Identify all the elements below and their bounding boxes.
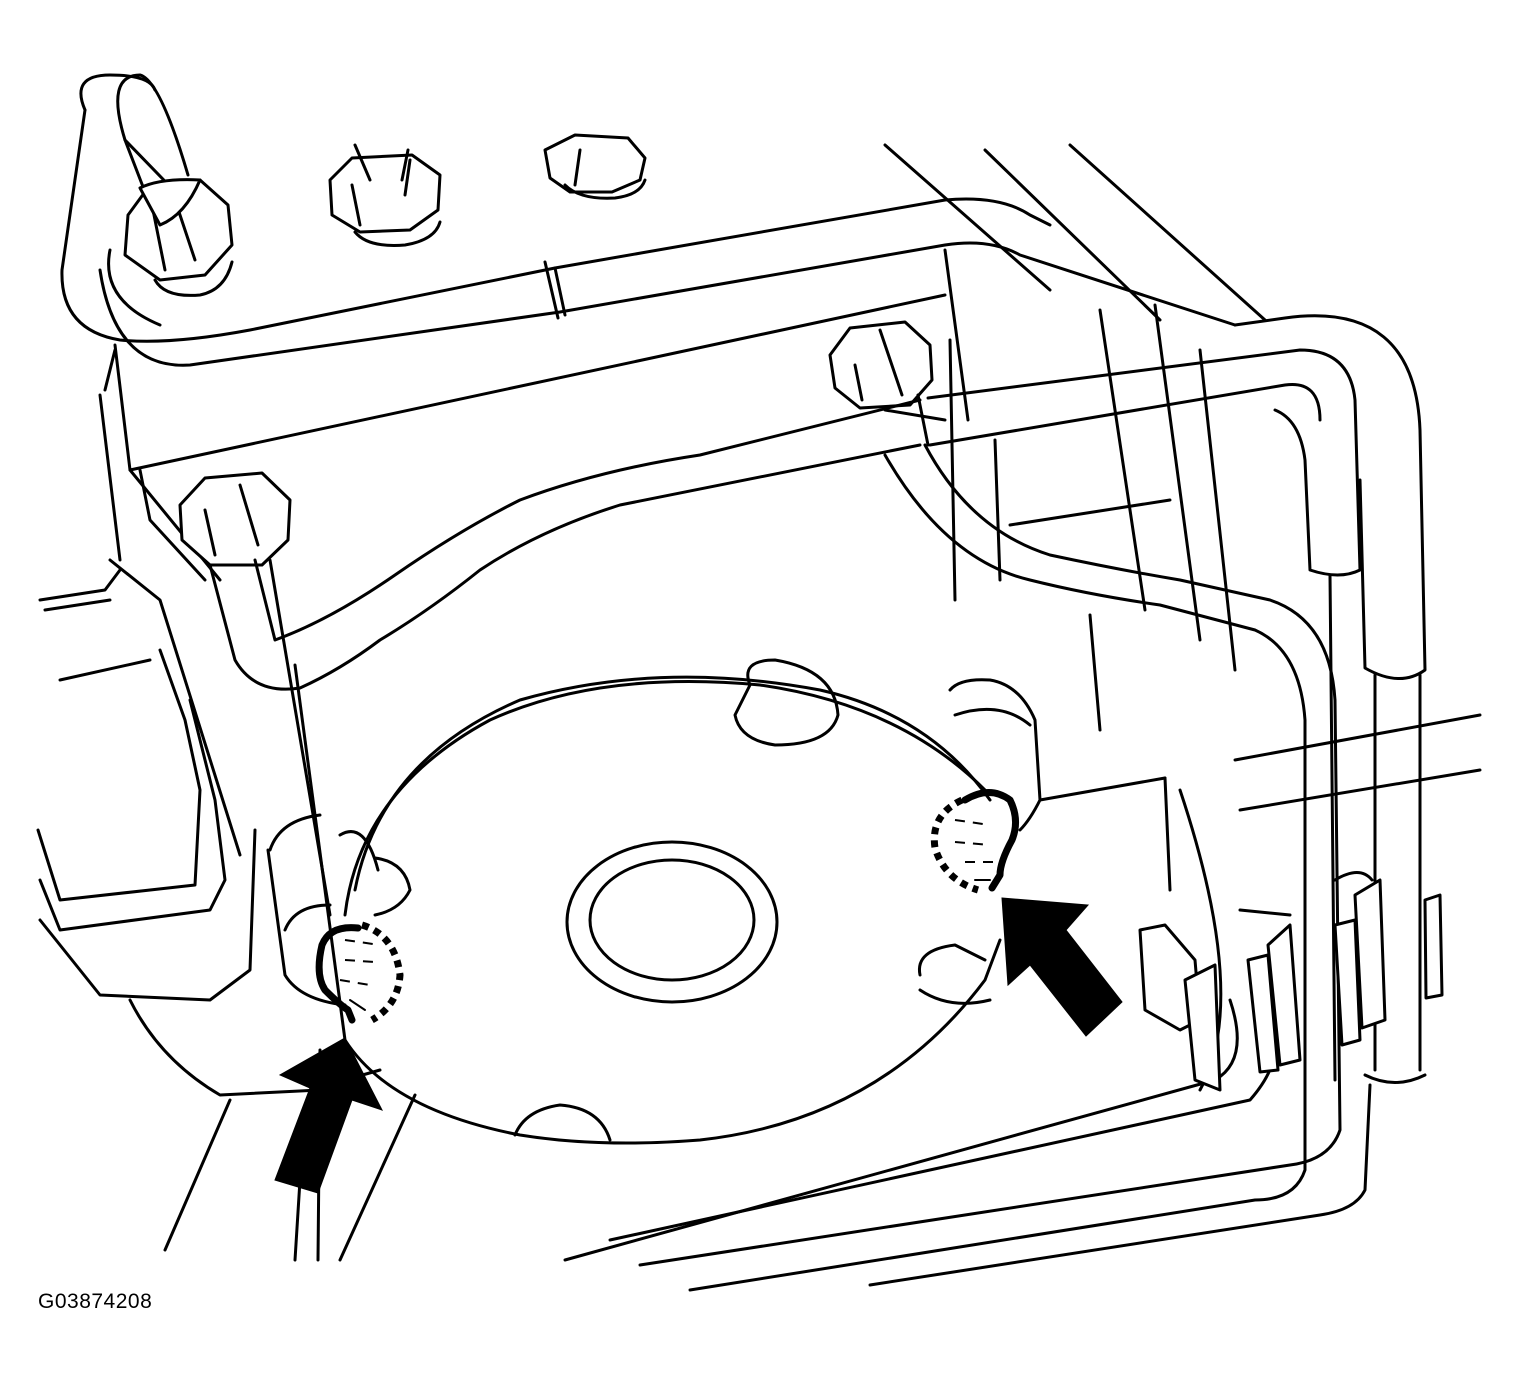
retaining-clip-left <box>315 921 404 1024</box>
arrow-icon <box>1001 897 1123 1037</box>
hex-fitting-middle-left <box>178 471 292 567</box>
arrow-icon <box>274 1037 384 1194</box>
modulator-body <box>103 248 1482 892</box>
hex-fitting-top-right <box>543 133 647 200</box>
pipe-clips <box>1138 871 1444 1092</box>
center-ring <box>565 840 779 1004</box>
figure-code: G03874208 <box>38 1290 153 1313</box>
motor-disc <box>266 658 1042 1145</box>
middle-brake-pipe <box>208 314 1427 1287</box>
hex-fitting-top-middle <box>328 143 442 247</box>
retaining-clip-right <box>930 789 1019 894</box>
hex-fitting-middle-right <box>828 320 934 410</box>
hex-fitting-top-left <box>123 178 234 297</box>
